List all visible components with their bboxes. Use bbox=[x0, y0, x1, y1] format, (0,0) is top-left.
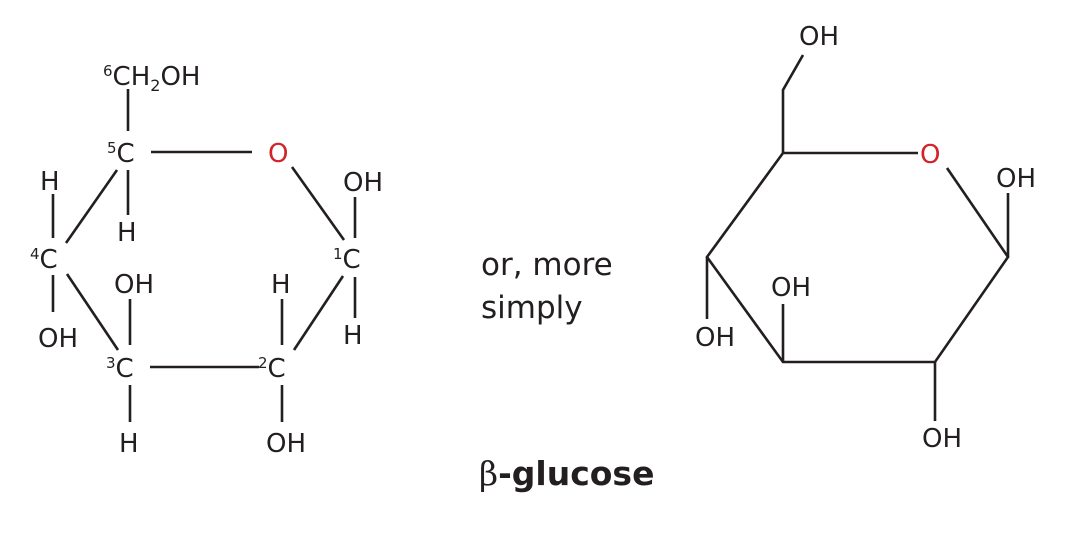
c3-label: 3C bbox=[106, 354, 134, 384]
c4-label: 4C bbox=[30, 245, 58, 275]
c4-oh-label: OH bbox=[38, 324, 78, 354]
c3-h-label: H bbox=[119, 429, 139, 459]
ring-oxygen-label: O bbox=[268, 139, 288, 169]
bond-c1-c2 bbox=[292, 275, 345, 351]
c2-h-label: H bbox=[271, 270, 291, 300]
c2-label: 2C bbox=[258, 354, 286, 384]
bond-o-c1 bbox=[290, 166, 346, 241]
bond-c5-c6-oh bbox=[781, 54, 805, 153]
haworth-structure: 6CH2OH 5C H O H 4C OH OH 3C H H 2C OH OH… bbox=[30, 62, 383, 459]
c5-h-label: H bbox=[117, 218, 137, 248]
c1-label: 1C bbox=[333, 245, 361, 275]
skeletal-structure: O OH OH OH OH OH bbox=[695, 22, 1036, 454]
c1-oh-label: OH bbox=[343, 168, 383, 198]
c2-oh-label: OH bbox=[266, 429, 306, 459]
c3-oh-label: OH bbox=[771, 273, 811, 303]
c4-oh-label: OH bbox=[695, 323, 735, 353]
c2-oh-label: OH bbox=[922, 424, 962, 454]
c6-label: 6CH2OH bbox=[103, 62, 200, 95]
c1-h-label: H bbox=[343, 321, 363, 351]
bond-c5-c4 bbox=[64, 169, 119, 244]
c4-h-label: H bbox=[40, 167, 60, 197]
c3-oh-label: OH bbox=[114, 270, 154, 300]
c1-oh-label: OH bbox=[996, 164, 1036, 194]
ring-oxygen-label: O bbox=[920, 140, 940, 170]
c5-label: 5C bbox=[107, 139, 135, 169]
connector-line-1: or, more bbox=[481, 247, 613, 283]
connector-line-2: simply bbox=[481, 290, 583, 326]
ring-bonds bbox=[705, 151, 1010, 364]
bond-c4-c3 bbox=[65, 273, 120, 351]
connector-text: or, more simply bbox=[481, 247, 613, 326]
c6-oh-label: OH bbox=[799, 22, 839, 52]
figure-title: β-glucose bbox=[479, 454, 654, 493]
